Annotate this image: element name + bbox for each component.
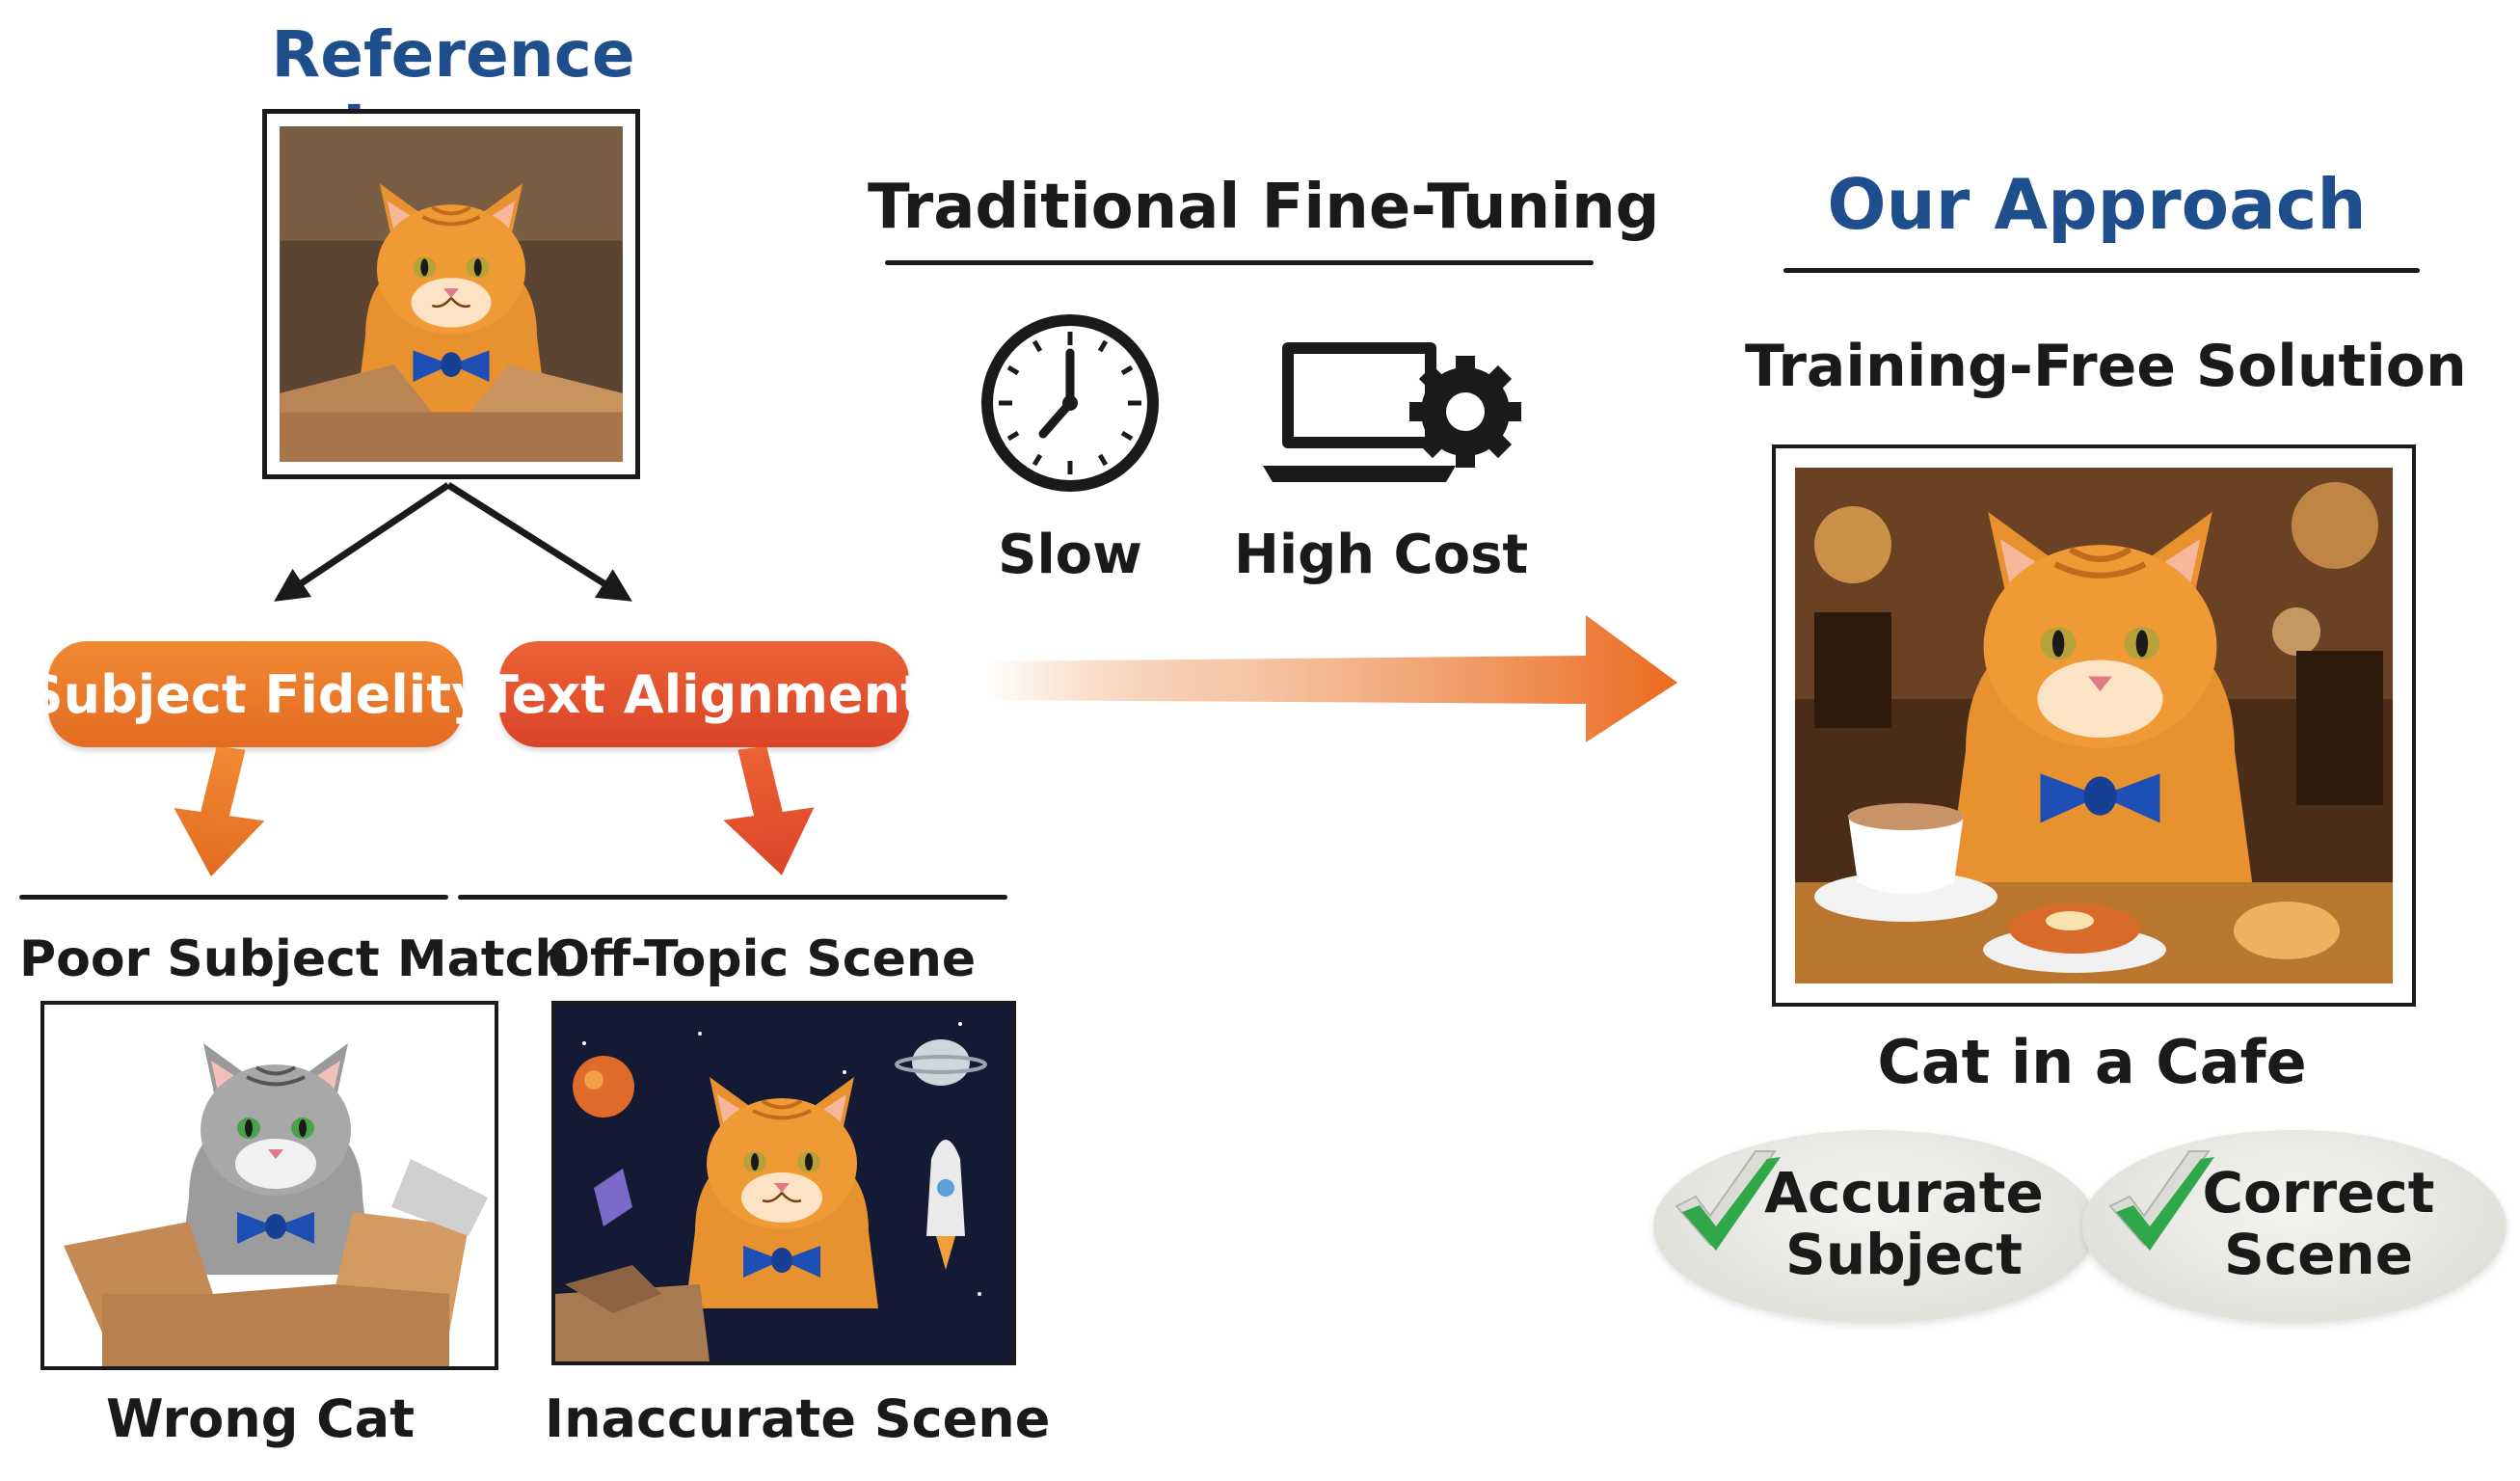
divider-right — [458, 895, 1007, 900]
scene-label: Scene — [2223, 1222, 2414, 1287]
check-icon-subject — [1675, 1150, 1781, 1251]
wrong-cat-caption: Wrong Cat — [105, 1388, 416, 1449]
subject-fidelity-pill: Subject Fidelity — [26, 641, 485, 747]
traditional-title: Traditional Fine-Tuning — [868, 172, 1660, 243]
traditional-underline — [885, 260, 1594, 265]
cafe-caption: Cat in a Cafe — [1877, 1027, 2307, 1097]
correct-scene-text: Correct Scene — [2174, 1162, 2463, 1285]
subject-fidelity-label: Subject Fidelity — [25, 663, 486, 725]
cafe-cat-image — [1772, 444, 2416, 1007]
split-arrows — [274, 482, 632, 602]
off-topic-heading: Off-Topic Scene — [547, 930, 977, 988]
down-arrow-left — [174, 747, 265, 877]
text-alignment-label: Text Alignment — [483, 663, 925, 725]
big-arrow — [988, 615, 1677, 742]
correct-label: Correct — [2202, 1160, 2435, 1225]
approach-subtitle: Training-Free Solution — [1745, 333, 2467, 400]
laptop-gear-icon — [1263, 342, 1521, 482]
reference-image — [262, 109, 640, 479]
inaccurate-scene-caption: Inaccurate Scene — [545, 1388, 1051, 1449]
approach-underline — [1783, 268, 2420, 273]
poor-subject-heading: Poor Subject Match — [19, 930, 571, 988]
accurate-label: Accurate — [1764, 1160, 2044, 1225]
text-alignment-pill: Text Alignment — [483, 641, 925, 747]
approach-title: Our Approach — [1827, 164, 2367, 245]
clock-icon — [981, 314, 1159, 492]
down-arrow-right — [723, 747, 815, 875]
check-icon-scene — [2108, 1150, 2214, 1251]
high-cost-label: High Cost — [1234, 524, 1529, 586]
space-cat-image — [551, 1001, 1016, 1365]
slow-label: Slow — [998, 524, 1142, 586]
accurate-subject-text: Accurate Subject — [1750, 1162, 2058, 1285]
wrong-cat-image — [40, 1001, 498, 1370]
subject-label: Subject — [1785, 1222, 2023, 1287]
divider-left — [19, 895, 448, 900]
